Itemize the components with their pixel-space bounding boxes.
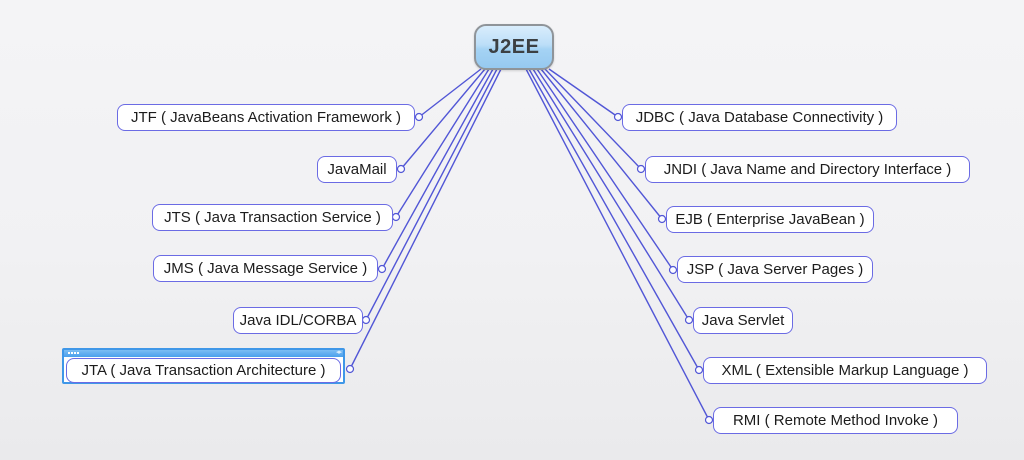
topic-jsp[interactable]: JSP ( Java Server Pages ) bbox=[677, 256, 873, 283]
root-topic-j2ee[interactable]: J2EE bbox=[474, 24, 554, 70]
topic-rmi[interactable]: RMI ( Remote Method Invoke ) bbox=[713, 407, 958, 434]
edge-jts bbox=[395, 68, 490, 218]
topic-jtf[interactable]: JTF ( JavaBeans Activation Framework ) bbox=[117, 104, 415, 131]
connector-dot bbox=[704, 415, 714, 425]
topic-jms[interactable]: JMS ( Java Message Service ) bbox=[153, 255, 378, 282]
edge-jndi bbox=[544, 68, 642, 170]
drag-handle-dots-icon bbox=[68, 352, 70, 354]
selected-topic-drag-bar[interactable]: ◂▸ bbox=[64, 349, 343, 357]
connector-dot bbox=[361, 315, 371, 325]
topic-javamail[interactable]: JavaMail bbox=[317, 156, 397, 183]
connector-dot bbox=[668, 265, 678, 275]
edge-ejb bbox=[540, 68, 663, 220]
connector-dot bbox=[636, 164, 646, 174]
connector-dot bbox=[657, 214, 667, 224]
topic-jndi[interactable]: JNDI ( Java Name and Directory Interface… bbox=[645, 156, 970, 183]
edge-jtf bbox=[418, 68, 482, 118]
connector-dot bbox=[694, 365, 704, 375]
topic-java-servlet[interactable]: Java Servlet bbox=[693, 307, 793, 334]
edge-javamail bbox=[400, 68, 486, 170]
connector-dot bbox=[396, 164, 406, 174]
edge-jdbc bbox=[548, 68, 619, 118]
topic-jta[interactable]: JTA ( Java Transaction Architecture ) bbox=[66, 358, 341, 383]
topic-ejb[interactable]: EJB ( Enterprise JavaBean ) bbox=[666, 206, 874, 233]
edge-xml bbox=[528, 68, 700, 371]
topic-xml[interactable]: XML ( Extensible Markup Language ) bbox=[703, 357, 987, 384]
connector-dot bbox=[613, 112, 623, 122]
edge-jsp bbox=[536, 68, 674, 271]
connector-dot bbox=[414, 112, 424, 122]
edge-idl bbox=[365, 68, 498, 321]
topic-java-idl-corba[interactable]: Java IDL/CORBA bbox=[233, 307, 363, 334]
selected-topic-frame: ◂▸ JTA ( Java Transaction Architecture ) bbox=[62, 348, 345, 384]
connector-dot bbox=[345, 364, 355, 374]
edge-servlet bbox=[532, 68, 690, 321]
edge-jta bbox=[349, 68, 502, 370]
resize-arrows-icon[interactable]: ◂▸ bbox=[335, 349, 342, 356]
connector-dot bbox=[391, 212, 401, 222]
edge-rmi bbox=[525, 68, 710, 421]
topic-jts[interactable]: JTS ( Java Transaction Service ) bbox=[152, 204, 393, 231]
edge-jms bbox=[381, 68, 494, 270]
topic-jdbc[interactable]: JDBC ( Java Database Connectivity ) bbox=[622, 104, 897, 131]
connector-dot bbox=[377, 264, 387, 274]
connector-dot bbox=[684, 315, 694, 325]
